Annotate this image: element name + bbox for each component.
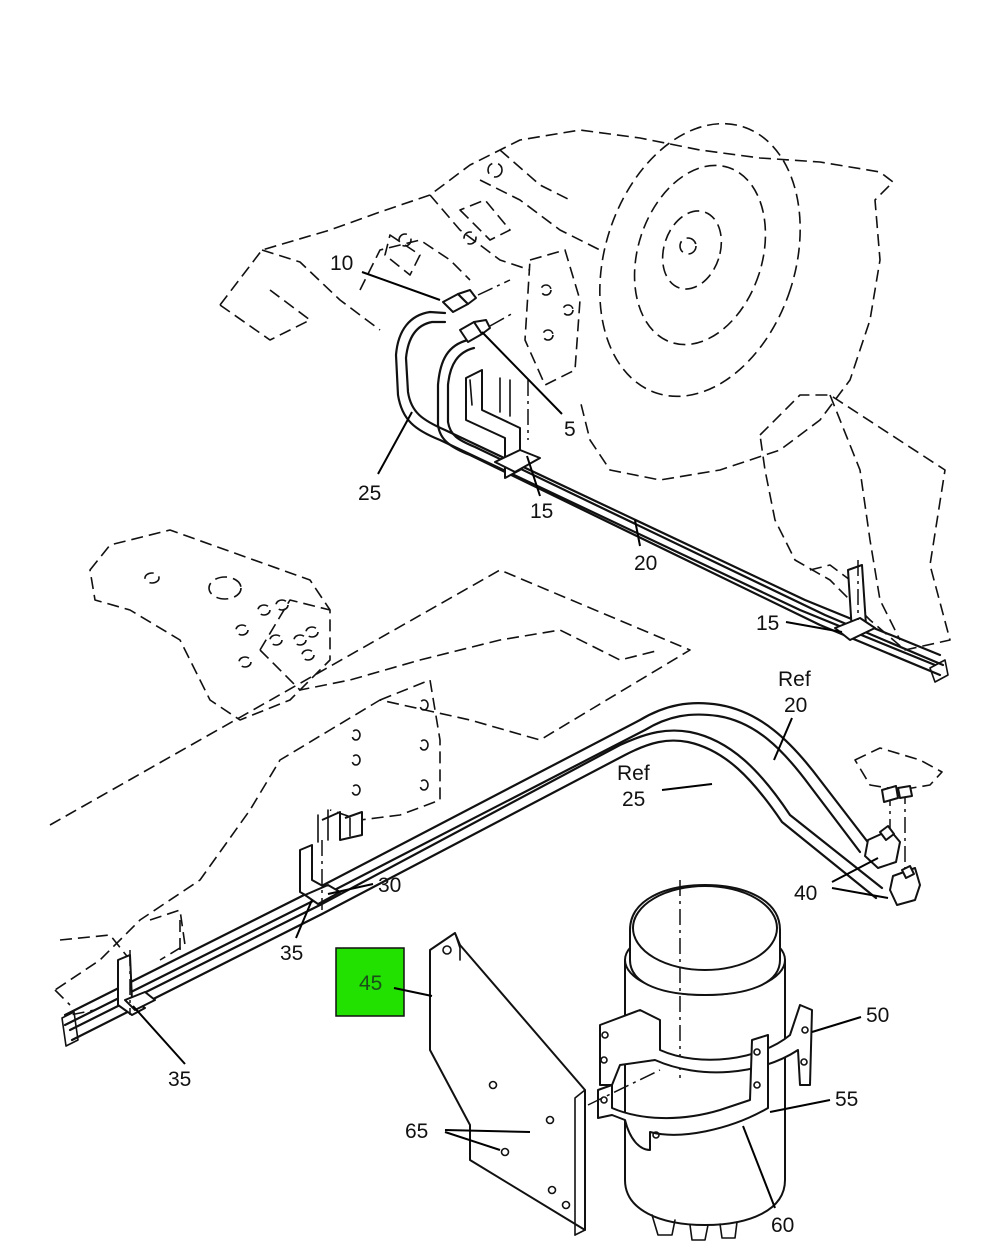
highlight-label-45: 45 <box>359 972 382 995</box>
fitting-5 <box>459 311 516 343</box>
bracket-30 <box>299 809 363 910</box>
bracket-35-left <box>117 950 156 1016</box>
callout-5[interactable]: 5 <box>564 418 576 441</box>
clamp-55 <box>587 1034 769 1151</box>
callout-ref-20-label[interactable]: Ref <box>778 668 811 691</box>
mounting-plate-45 <box>429 932 586 1236</box>
fitting-10 <box>442 279 511 313</box>
callout-20[interactable]: 20 <box>634 552 657 575</box>
callout-30[interactable]: 30 <box>378 874 401 897</box>
callout-25[interactable]: 25 <box>358 482 381 505</box>
callout-35-middle[interactable]: 35 <box>280 942 303 965</box>
callout-55[interactable]: 55 <box>835 1088 858 1111</box>
fitting-40-bracket <box>854 747 943 906</box>
transmission-housing <box>219 122 894 481</box>
bracket-15-right <box>834 560 876 641</box>
tube-25-upper <box>394 310 942 667</box>
callout-60[interactable]: 60 <box>771 1214 794 1237</box>
bracket-15-upper <box>465 369 541 479</box>
callout-15-upper[interactable]: 15 <box>530 500 553 523</box>
callout-labels: 10 5 25 15 20 15 Ref 20 Ref 25 40 30 35 … <box>168 252 889 1237</box>
callout-ref-20-number[interactable]: 20 <box>784 694 807 717</box>
tube-20-lower <box>63 702 872 1027</box>
callout-50[interactable]: 50 <box>866 1004 889 1027</box>
callout-10[interactable]: 10 <box>330 252 353 275</box>
tube-20-upper <box>436 338 949 683</box>
callout-35-left[interactable]: 35 <box>168 1068 191 1091</box>
callout-ref-25-label[interactable]: Ref <box>617 762 650 785</box>
leader-lines <box>132 271 889 1209</box>
callout-ref-25-number[interactable]: 25 <box>622 788 645 811</box>
callout-40[interactable]: 40 <box>794 882 817 905</box>
callout-15-right[interactable]: 15 <box>756 612 779 635</box>
tube-25-lower <box>61 729 884 1047</box>
highlight-box-45[interactable] <box>335 947 405 1017</box>
canister-60 <box>624 880 786 1241</box>
frame-crossmember <box>49 529 691 1006</box>
callout-65[interactable]: 65 <box>405 1120 428 1143</box>
